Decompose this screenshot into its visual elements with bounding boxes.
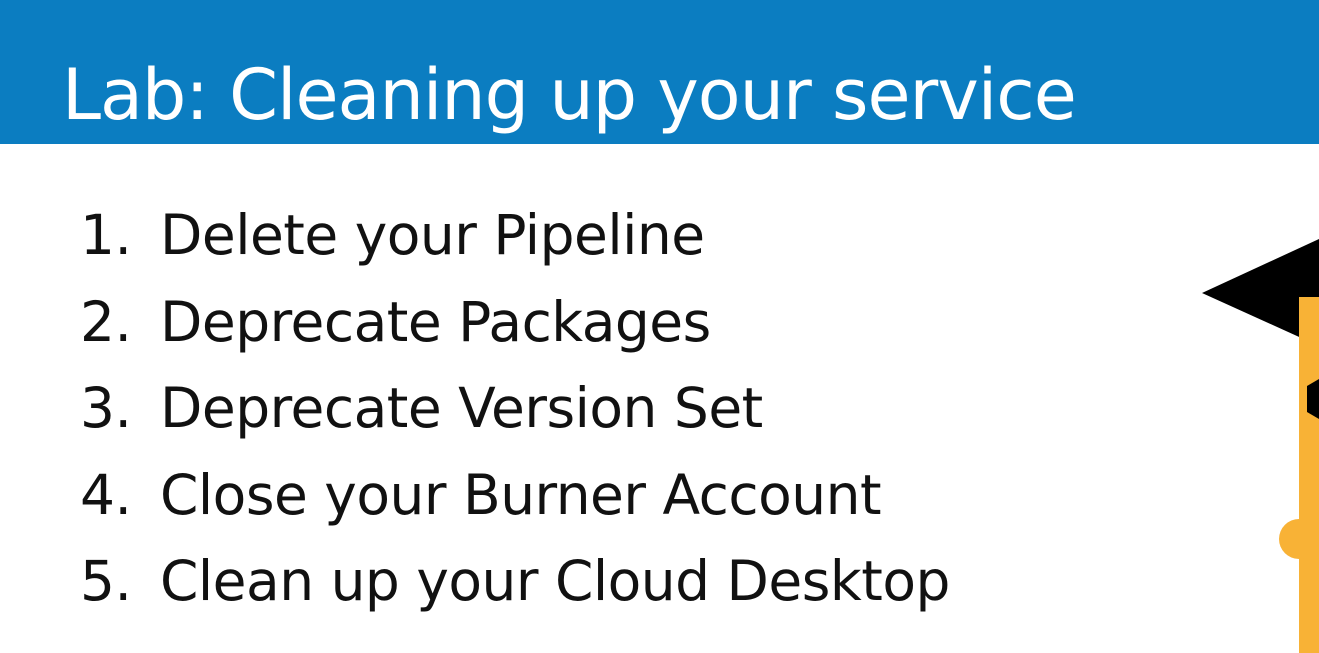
step-label: Close your Burner Account xyxy=(160,462,882,527)
step-deprecate-version-set: 3. Deprecate Version Set xyxy=(80,365,950,452)
step-number: 1. xyxy=(80,203,132,268)
step-label: Deprecate Packages xyxy=(160,289,711,354)
step-label: Deprecate Version Set xyxy=(160,376,763,441)
step-number: 5. xyxy=(80,549,132,614)
step-deprecate-packages: 2. Deprecate Packages xyxy=(80,279,950,366)
step-label: Clean up your Cloud Desktop xyxy=(160,549,950,614)
cleanup-steps-list: 1. Delete your Pipeline 2. Deprecate Pac… xyxy=(80,192,950,625)
title-bar: Lab: Cleaning up your service xyxy=(0,0,1319,144)
step-number: 3. xyxy=(80,376,132,441)
graduation-cap-mascot-icon xyxy=(1202,239,1319,653)
slide-title: Lab: Cleaning up your service xyxy=(62,54,1077,136)
step-number: 4. xyxy=(80,462,132,527)
step-clean-cloud-desktop: 5. Clean up your Cloud Desktop xyxy=(80,538,950,625)
step-delete-pipeline: 1. Delete your Pipeline xyxy=(80,192,950,279)
step-number: 2. xyxy=(80,289,132,354)
step-label: Delete your Pipeline xyxy=(160,203,705,268)
step-close-burner-account: 4. Close your Burner Account xyxy=(80,452,950,539)
